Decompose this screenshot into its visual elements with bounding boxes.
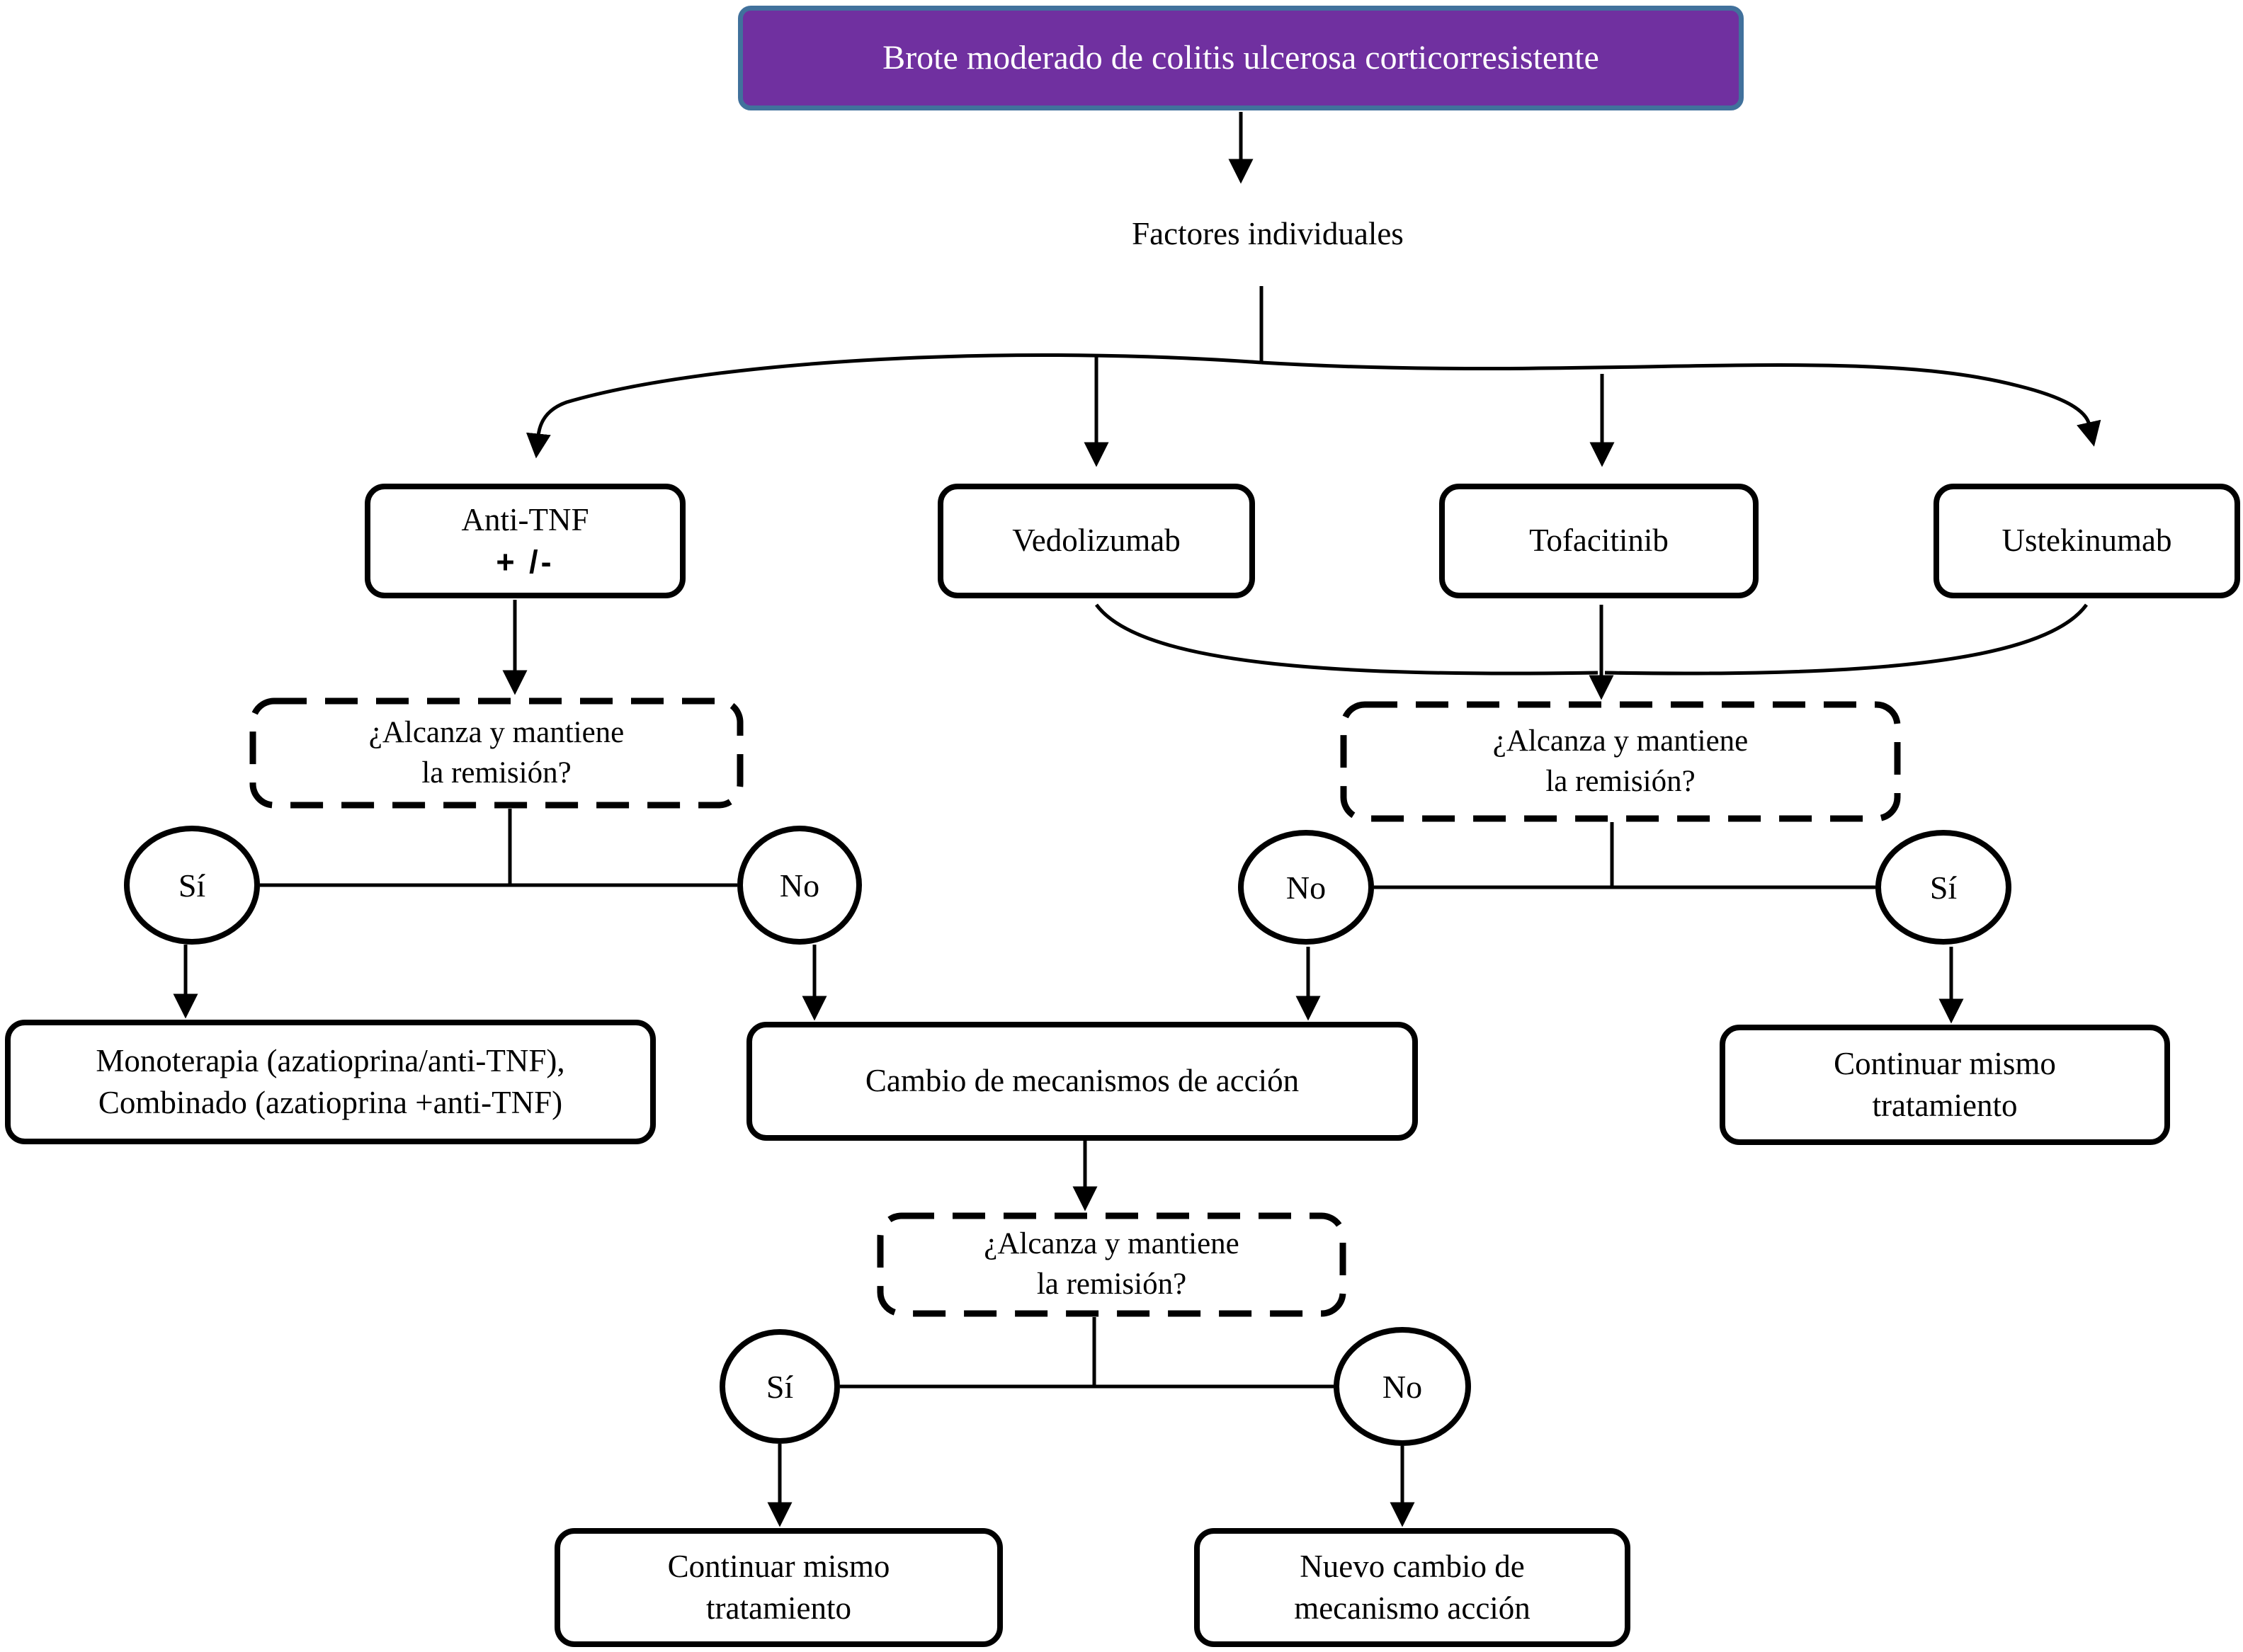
decision-right-border [1340, 701, 1901, 822]
decision-left-yes-circle: Sí [124, 826, 260, 945]
tofacitinib-box: Tofacitinib [1439, 484, 1759, 598]
decision-bottom-line2: la remisión? [1036, 1268, 1187, 1301]
ustekinumab-text: Ustekinumab [2001, 523, 2172, 559]
factores-box: Factores individuales [1009, 183, 1526, 286]
decision-left-line1: ¿Alcanza y mantiene [368, 715, 625, 749]
decision-bottom-no-circle: No [1334, 1327, 1471, 1446]
decision-left-yes-label: Sí [178, 867, 206, 904]
continuar-right-line2: tratamiento [1872, 1088, 2018, 1123]
nuevo-cambio-box: Nuevo cambio de mecanismo acción [1194, 1528, 1630, 1647]
decision-left-line2: la remisión? [421, 756, 572, 790]
decision-bottom-yes-label: Sí [766, 1368, 794, 1405]
continuar-bottom-line1: Continuar mismo [667, 1548, 890, 1584]
vedolizumab-box: Vedolizumab [938, 484, 1255, 598]
cambio-mecanismo-box: Cambio de mecanismos de acción [746, 1022, 1418, 1141]
tofacitinib-text: Tofacitinib [1529, 523, 1669, 559]
decision-right-line2: la remisión? [1545, 764, 1696, 798]
decision-left-no-circle: No [737, 826, 862, 945]
decision-bottom-yes-circle: Sí [720, 1329, 840, 1444]
decision-left-no-label: No [779, 867, 820, 904]
anti-tnf-plusminus-text: + /- [496, 544, 555, 580]
factores-text: Factores individuales [1132, 216, 1404, 252]
decision-left-border [249, 697, 744, 809]
title-text: Brote moderado de colitis ulcerosa corti… [882, 39, 1599, 77]
decision-right-yes-circle: Sí [1875, 830, 2011, 945]
vedolizumab-text: Vedolizumab [1012, 523, 1181, 559]
decision-right-no-label: No [1285, 869, 1327, 906]
decision-left-box: ¿Alcanza y mantiene la remisión? [249, 697, 744, 809]
decision-bottom-line1: ¿Alcanza y mantiene [984, 1227, 1239, 1261]
continuar-right-box: Continuar mismo tratamiento [1720, 1025, 2170, 1145]
continuar-bottom-line2: tratamiento [706, 1590, 851, 1626]
continuar-bottom-box: Continuar mismo tratamiento [555, 1528, 1003, 1647]
nuevo-cambio-line1: Nuevo cambio de [1300, 1548, 1525, 1584]
arrow-branch-ustekinumab [1261, 360, 2101, 447]
cambio-mecanismo-text: Cambio de mecanismos de acción [865, 1063, 1300, 1099]
monoterapia-line2: Combinado (azatioprina +anti-TNF) [98, 1085, 563, 1120]
monoterapia-line1: Monoterapia (azatioprina/anti-TNF), [96, 1042, 565, 1078]
decision-bottom-border [877, 1212, 1346, 1317]
decision-right-no-circle: No [1238, 830, 1374, 945]
decision-bottom-box: ¿Alcanza y mantiene la remisión? [877, 1212, 1346, 1317]
curve-ustekinumab-converge [1604, 603, 2089, 676]
continuar-right-line1: Continuar mismo [1834, 1045, 2056, 1081]
nuevo-cambio-line2: mecanismo acción [1294, 1590, 1531, 1626]
decision-right-line1: ¿Alcanza y mantiene [1492, 724, 1749, 758]
decision-bottom-no-label: No [1382, 1368, 1423, 1405]
arrow-branch-anti-tnf [526, 353, 1262, 459]
anti-tnf-box: Anti-TNF + /- [365, 484, 686, 598]
monoterapia-box: Monoterapia (azatioprina/anti-TNF), Comb… [5, 1020, 656, 1144]
title-box: Brote moderado de colitis ulcerosa corti… [738, 6, 1744, 110]
decision-right-box: ¿Alcanza y mantiene la remisión? [1340, 701, 1901, 822]
anti-tnf-text: Anti-TNF [461, 501, 589, 537]
ustekinumab-box: Ustekinumab [1933, 484, 2240, 598]
decision-right-yes-label: Sí [1929, 869, 1958, 906]
curve-vedolizumab-converge [1094, 603, 1599, 676]
